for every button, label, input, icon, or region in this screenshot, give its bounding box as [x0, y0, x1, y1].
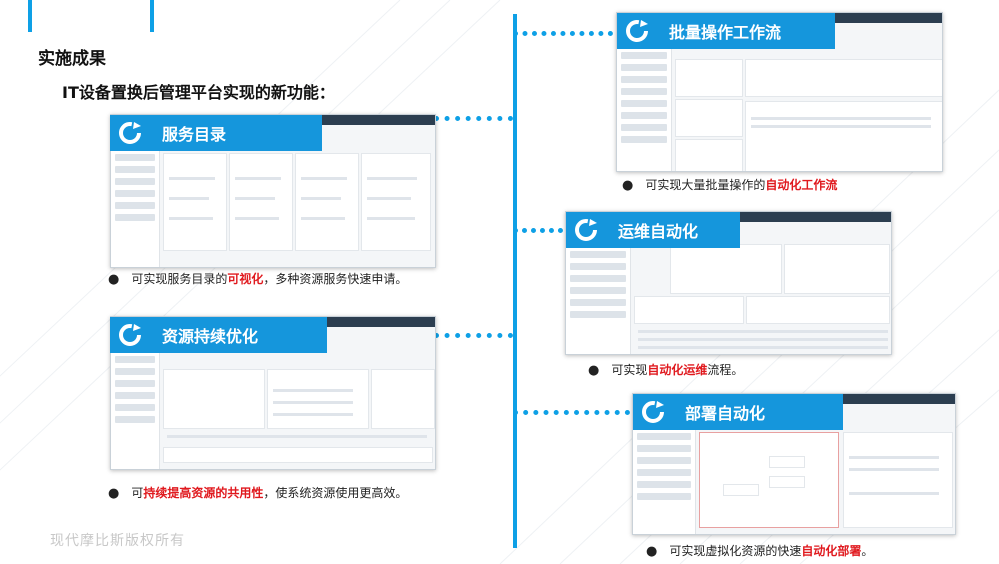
ops-automation-bullet: ●可实现自动化运维流程。: [588, 363, 744, 378]
cycle-logo-icon: [566, 212, 606, 248]
watermark: 现代摩比斯版权所有: [50, 533, 185, 549]
connector-batch-workflow: [513, 31, 613, 36]
service-catalog-banner: 服务目录: [110, 115, 322, 151]
vertical-divider: [513, 14, 517, 548]
batch-workflow-title: 批量操作工作流: [669, 23, 782, 42]
corner-bracket: [28, 0, 154, 32]
ops-automation-banner: 运维自动化: [566, 212, 740, 248]
batch-workflow-banner: 批量操作工作流: [617, 13, 835, 49]
deploy-automation-banner: 部署自动化: [633, 394, 843, 430]
ops-automation-title: 运维自动化: [618, 222, 699, 241]
deploy-automation-bullet: ●可实现虚拟化资源的快速自动化部署。: [646, 544, 874, 559]
resource-optimization-title: 资源持续优化: [162, 327, 259, 346]
cycle-logo-icon: [617, 13, 657, 49]
connector-ops-automation: [513, 228, 563, 233]
section-title: 实施成果: [38, 49, 106, 69]
service-catalog-bullet: ●可实现服务目录的可视化，多种资源服务快速申请。: [108, 272, 408, 287]
connector-service-catalog: [434, 116, 513, 121]
page-subtitle: IT设备置换后管理平台实现的新功能：: [62, 83, 335, 102]
connector-deploy-automation: [513, 410, 630, 415]
connector-resource-optimization: [434, 333, 513, 338]
batch-workflow-bullet: ●可实现大量批量操作的自动化工作流: [622, 178, 838, 193]
deploy-automation-title: 部署自动化: [685, 404, 766, 423]
deploy-automation-screenshot: [632, 393, 956, 535]
cycle-logo-icon: [110, 115, 150, 151]
resource-optimization-bullet: ●可持续提高资源的共用性，使系统资源使用更高效。: [108, 486, 408, 501]
batch-workflow-screenshot: [616, 12, 943, 172]
resource-optimization-banner: 资源持续优化: [110, 317, 327, 353]
service-catalog-title: 服务目录: [162, 125, 227, 144]
cycle-logo-icon: [110, 317, 150, 353]
cycle-logo-icon: [633, 394, 673, 430]
